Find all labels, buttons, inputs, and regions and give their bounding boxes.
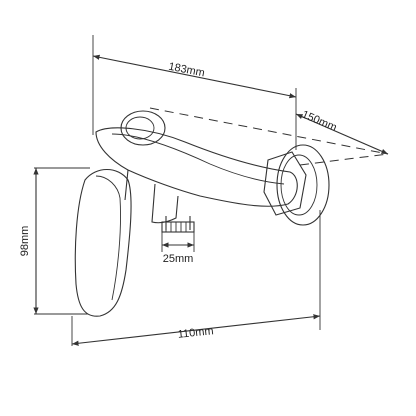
label-25: 25mm	[163, 253, 194, 265]
faucet-top-body	[95, 127, 298, 207]
label-183: 183mm	[167, 61, 205, 80]
right-flange-rim	[280, 154, 318, 216]
label-98: 98mm	[19, 226, 31, 257]
outlet-thread	[161, 221, 195, 233]
lever-handle	[74, 168, 132, 317]
dim-150-line	[295, 113, 389, 155]
dim-110-line	[71, 314, 321, 346]
center-dashed-line-2	[299, 153, 389, 166]
faucet-neck	[124, 169, 179, 224]
center-dashed-line	[149, 107, 389, 155]
label-150: 150mm	[300, 109, 338, 134]
faucet-top-highlight	[111, 133, 285, 185]
faucet-illustration	[74, 110, 330, 317]
label-110: 110mm	[177, 325, 214, 341]
dim-183-line	[92, 54, 297, 99]
lever-handle-edge	[95, 175, 121, 301]
right-hex-nut	[263, 151, 307, 216]
